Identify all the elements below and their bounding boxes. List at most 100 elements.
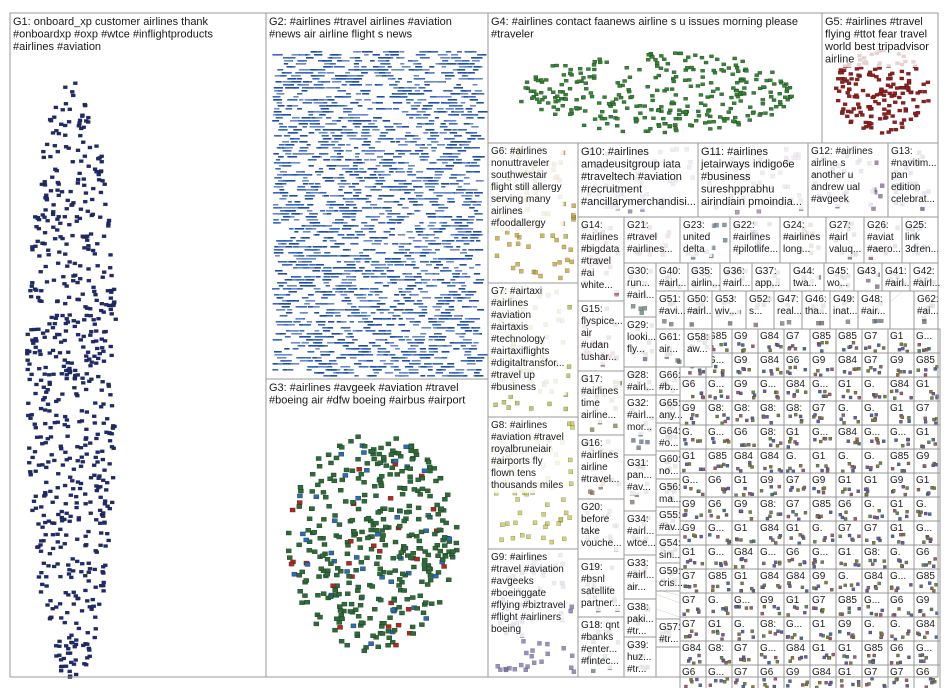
vertex bbox=[333, 78, 342, 80]
vertex bbox=[770, 372, 774, 376]
vertex bbox=[693, 53, 698, 57]
vertex bbox=[918, 513, 922, 517]
vertex bbox=[303, 120, 312, 122]
vertex bbox=[99, 154, 104, 158]
vertex bbox=[337, 54, 342, 56]
vertex bbox=[299, 569, 305, 575]
vertex bbox=[74, 219, 79, 223]
vertex bbox=[935, 394, 939, 398]
vertex bbox=[318, 99, 324, 101]
vertex bbox=[358, 366, 363, 368]
vertex bbox=[284, 279, 293, 281]
vertex bbox=[447, 345, 452, 347]
vertex bbox=[59, 509, 64, 514]
vertex bbox=[925, 631, 929, 635]
vertex bbox=[909, 583, 913, 587]
vertex bbox=[894, 678, 898, 682]
vertex bbox=[352, 123, 362, 125]
vertex bbox=[358, 620, 365, 625]
vertex bbox=[388, 171, 394, 173]
vertex bbox=[85, 656, 90, 660]
vertex bbox=[890, 114, 895, 118]
vertex bbox=[294, 255, 305, 257]
vertex bbox=[856, 102, 861, 106]
vertex bbox=[462, 306, 469, 308]
vertex bbox=[762, 561, 766, 566]
vertex bbox=[561, 244, 567, 250]
vertex bbox=[869, 126, 874, 130]
vertex bbox=[304, 303, 310, 305]
vertex bbox=[361, 351, 369, 353]
vertex bbox=[341, 601, 348, 607]
vertex bbox=[414, 150, 424, 152]
vertex bbox=[55, 261, 61, 265]
vertex bbox=[372, 333, 382, 335]
vertex bbox=[576, 79, 582, 84]
vertex bbox=[721, 659, 726, 663]
vertex bbox=[613, 109, 618, 113]
vertex bbox=[347, 315, 352, 317]
vertex bbox=[447, 285, 456, 287]
vertex bbox=[380, 57, 391, 59]
vertex bbox=[96, 172, 101, 177]
vertex bbox=[56, 193, 61, 198]
vertex bbox=[100, 457, 106, 462]
vertex bbox=[36, 522, 41, 526]
vertex bbox=[434, 333, 442, 335]
vertex bbox=[433, 237, 440, 239]
vertex bbox=[87, 605, 93, 609]
vertex bbox=[433, 267, 439, 269]
vertex bbox=[47, 617, 53, 621]
vertex bbox=[355, 456, 361, 462]
vertex bbox=[801, 683, 805, 687]
vertex bbox=[316, 225, 327, 227]
vertex bbox=[869, 466, 873, 470]
vertex bbox=[434, 174, 443, 176]
vertex bbox=[431, 180, 439, 182]
vertex bbox=[900, 86, 905, 90]
vertex bbox=[43, 196, 48, 200]
vertex bbox=[42, 231, 48, 235]
vertex bbox=[364, 321, 373, 323]
vertex bbox=[325, 225, 333, 227]
vertex bbox=[726, 581, 730, 585]
vertex bbox=[469, 207, 475, 209]
vertex bbox=[43, 492, 48, 497]
vertex bbox=[477, 309, 485, 311]
vertex bbox=[410, 87, 417, 89]
vertex bbox=[442, 222, 448, 224]
vertex bbox=[337, 90, 347, 92]
vertex bbox=[469, 138, 476, 140]
vertex bbox=[305, 357, 312, 359]
vertex bbox=[290, 174, 299, 176]
vertex bbox=[101, 478, 106, 482]
vertex bbox=[401, 518, 407, 524]
vertex bbox=[351, 159, 357, 161]
vertex bbox=[382, 309, 390, 311]
vertex bbox=[411, 312, 417, 314]
vertex bbox=[92, 354, 97, 358]
vertex bbox=[405, 288, 414, 290]
vertex bbox=[365, 201, 372, 203]
vertex bbox=[101, 359, 107, 363]
vertex bbox=[319, 114, 326, 116]
vertex bbox=[299, 360, 309, 362]
vertex bbox=[782, 84, 787, 88]
vertex bbox=[425, 459, 432, 465]
vertex bbox=[55, 562, 60, 566]
vertex bbox=[824, 464, 828, 468]
vertex bbox=[324, 195, 329, 197]
vertex bbox=[419, 354, 427, 356]
vertex bbox=[393, 642, 399, 648]
vertex bbox=[371, 306, 380, 308]
vertex bbox=[879, 131, 885, 135]
vertex bbox=[923, 464, 927, 468]
vertex bbox=[47, 380, 52, 385]
vertex bbox=[295, 72, 305, 74]
vertex bbox=[321, 60, 328, 62]
vertex bbox=[771, 98, 777, 102]
vertex bbox=[51, 225, 56, 229]
vertex bbox=[383, 463, 389, 468]
vertex bbox=[290, 363, 300, 365]
vertex bbox=[285, 153, 292, 155]
